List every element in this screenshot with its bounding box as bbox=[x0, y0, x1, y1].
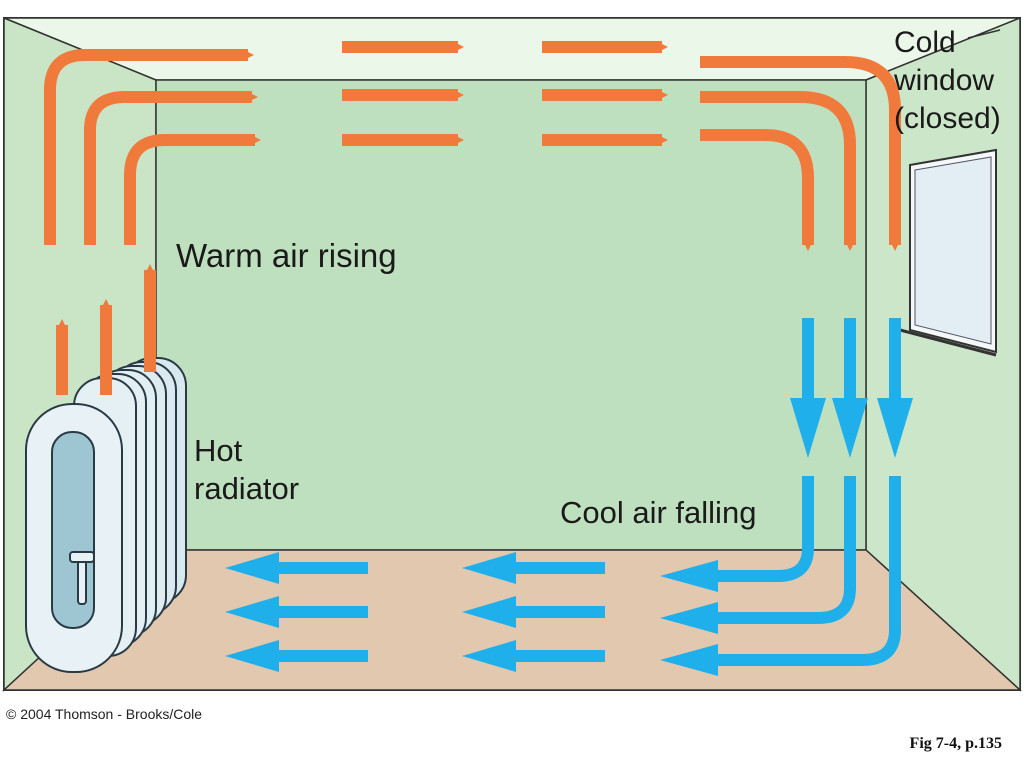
copyright-text: © 2004 Thomson - Brooks/Cole bbox=[6, 706, 203, 722]
cool-falling-arrow bbox=[790, 398, 826, 458]
cold-window-label: Cold window (closed) bbox=[894, 24, 1001, 138]
radiator bbox=[25, 357, 187, 673]
radiator-valve-handle bbox=[69, 551, 95, 563]
cool-air-label: Cool air falling bbox=[560, 495, 757, 530]
radiator-valve-stem bbox=[77, 555, 87, 605]
warm-descending-arrow bbox=[700, 91, 856, 251]
cool-floor-arrowheads bbox=[225, 552, 718, 676]
cool-falling-arrow bbox=[802, 318, 814, 400]
cool-arrowhead bbox=[462, 552, 516, 584]
cool-arrowhead bbox=[225, 596, 279, 628]
cool-falling-arrow bbox=[832, 398, 868, 458]
cool-falling-arrow bbox=[889, 318, 901, 400]
window-pane bbox=[914, 156, 992, 345]
warm-air-label: Warm air rising bbox=[176, 237, 397, 274]
figure-reference: Fig 7-4, p.135 bbox=[909, 735, 1002, 752]
cool-arrowhead bbox=[462, 596, 516, 628]
back-wall bbox=[155, 79, 867, 551]
warm-descending-arrow bbox=[700, 129, 814, 251]
cool-arrowhead bbox=[660, 602, 718, 634]
cool-arrowhead bbox=[462, 640, 516, 672]
cold-window-label-line3: (closed) bbox=[894, 102, 1001, 135]
cool-curve-arrow bbox=[714, 476, 856, 624]
warm-descending-arrow bbox=[700, 56, 901, 251]
cool-arrowhead bbox=[225, 640, 279, 672]
cool-arrowhead bbox=[660, 644, 718, 676]
cool-arrowhead bbox=[225, 552, 279, 584]
cool-curve-arrow bbox=[714, 476, 814, 582]
warm-curve-arrow bbox=[124, 134, 261, 245]
cool-arrowhead bbox=[660, 560, 718, 592]
cold-window-label-line2: window bbox=[894, 64, 995, 97]
cool-floor-flow bbox=[275, 476, 901, 666]
hot-radiator-label-line1: Hot bbox=[194, 433, 243, 468]
warm-curve-arrow bbox=[84, 91, 258, 245]
cool-falling-arrow bbox=[877, 398, 913, 458]
radiator-gauge bbox=[51, 431, 95, 629]
warm-curve-arrow bbox=[44, 49, 254, 245]
window-sill bbox=[899, 328, 997, 357]
cool-curve-arrow bbox=[714, 476, 901, 666]
hot-radiator-label: Hot radiator bbox=[194, 432, 299, 508]
window-label-leader bbox=[967, 29, 1001, 39]
window bbox=[899, 148, 997, 357]
cool-air-flow bbox=[790, 318, 913, 458]
cool-falling-arrow bbox=[844, 318, 856, 400]
hot-radiator-label-line2: radiator bbox=[194, 471, 300, 506]
cold-window-label-line1: Cold bbox=[894, 26, 956, 59]
warm-air-flow bbox=[44, 41, 901, 395]
